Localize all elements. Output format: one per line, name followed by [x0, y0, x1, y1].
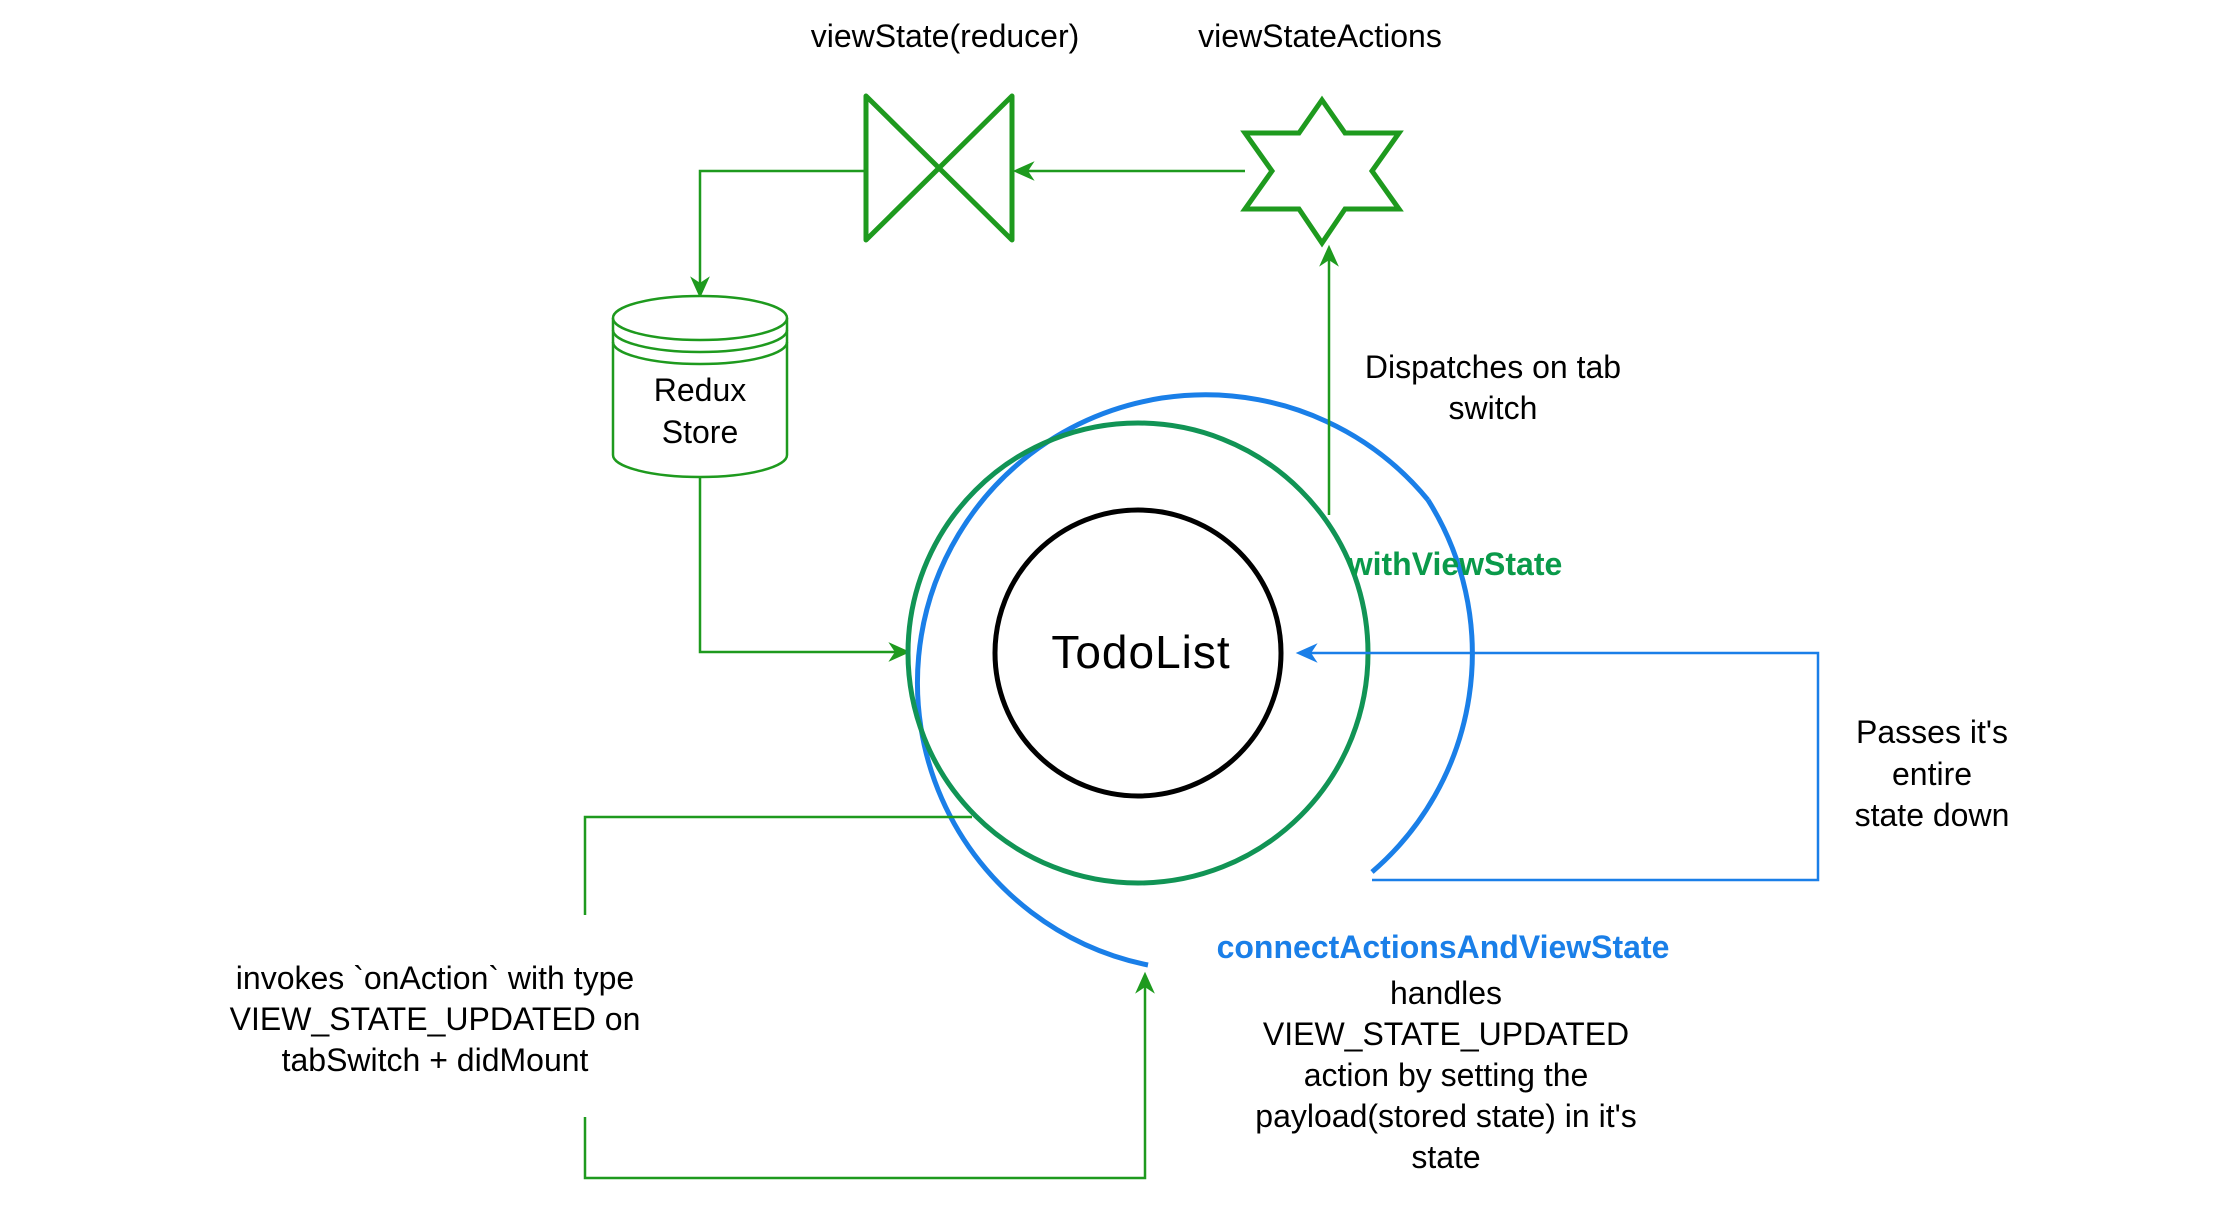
- passes-annotation-line3: state down: [1855, 797, 2010, 833]
- handles-annotation-line3: action by setting the: [1304, 1057, 1589, 1093]
- handles-annotation-line5: state: [1411, 1139, 1480, 1175]
- connector-store-to-withviewstate: [698, 477, 911, 662]
- connector-withviewstate-to-invokes: [583, 815, 972, 915]
- handles-annotation-line4: payload(stored state) in it's: [1255, 1098, 1636, 1134]
- with-view-state-label: withViewState: [1347, 546, 1563, 582]
- redux-store-label: Redux: [654, 372, 747, 408]
- todolist-label: TodoList: [1051, 626, 1230, 678]
- connect-actions-ring: [914, 392, 1430, 968]
- invokes-annotation-line3: tabSwitch + didMount: [282, 1042, 589, 1078]
- invokes-annotation: invokes `onAction` with type: [236, 960, 634, 996]
- todolist-circle: [992, 507, 1284, 799]
- actions-star-icon: [1240, 95, 1404, 248]
- redux-store-cylinder-icon: [611, 294, 789, 479]
- redux-store-label-line2: Store: [662, 414, 738, 450]
- actions-label: viewStateActions: [1198, 18, 1442, 54]
- connect-actions-label: connectActionsAndViewState: [1217, 929, 1670, 965]
- dispatch-annotation-line2: switch: [1449, 390, 1538, 426]
- connect-actions-ring-tail: [1370, 498, 1475, 874]
- passes-annotation: Passes it's: [1856, 714, 2008, 750]
- connector-reducer-to-store: [690, 169, 866, 299]
- connector-passes-state-down: [1295, 643, 1820, 882]
- dispatch-annotation: Dispatches on tab: [1365, 349, 1621, 385]
- connector-invokes-to-connect: [583, 971, 1155, 1180]
- handles-annotation-line2: VIEW_STATE_UPDATED: [1263, 1016, 1629, 1052]
- handles-annotation: handles: [1390, 975, 1502, 1011]
- reducer-label: viewState(reducer): [811, 18, 1080, 54]
- reducer-bowtie-icon: [863, 93, 1015, 243]
- invokes-annotation-line2: VIEW_STATE_UPDATED on: [230, 1001, 641, 1037]
- passes-annotation-line2: entire: [1892, 756, 1972, 792]
